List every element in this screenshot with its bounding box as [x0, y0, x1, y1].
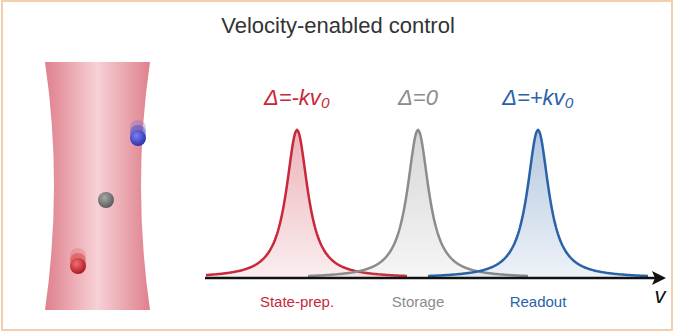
- stage-label: Storage: [392, 294, 445, 311]
- detuning-label: Δ=+kv₀: [502, 86, 574, 110]
- detuning-label: Δ=-kv₀: [264, 86, 330, 110]
- peak-fill: [308, 130, 528, 278]
- axis-arrowhead: [652, 271, 666, 285]
- blue-atom: [130, 120, 146, 146]
- velocity-axis: [205, 277, 655, 280]
- peak-fill: [428, 130, 648, 278]
- lorentzian-peak: [206, 130, 407, 276]
- lorentzian-peak: [308, 130, 528, 276]
- red-atom: [70, 248, 86, 274]
- lorentzian-peak: [428, 130, 648, 276]
- axis-label: v: [655, 284, 666, 308]
- title: Velocity-enabled control: [221, 14, 455, 38]
- peak-fill: [206, 130, 407, 278]
- stage-label: State-prep.: [260, 294, 334, 311]
- detuning-label: Δ=0: [398, 86, 438, 110]
- laser-beam: [45, 62, 150, 310]
- stage-label: Readout: [510, 294, 567, 311]
- grey-atom: [98, 192, 114, 208]
